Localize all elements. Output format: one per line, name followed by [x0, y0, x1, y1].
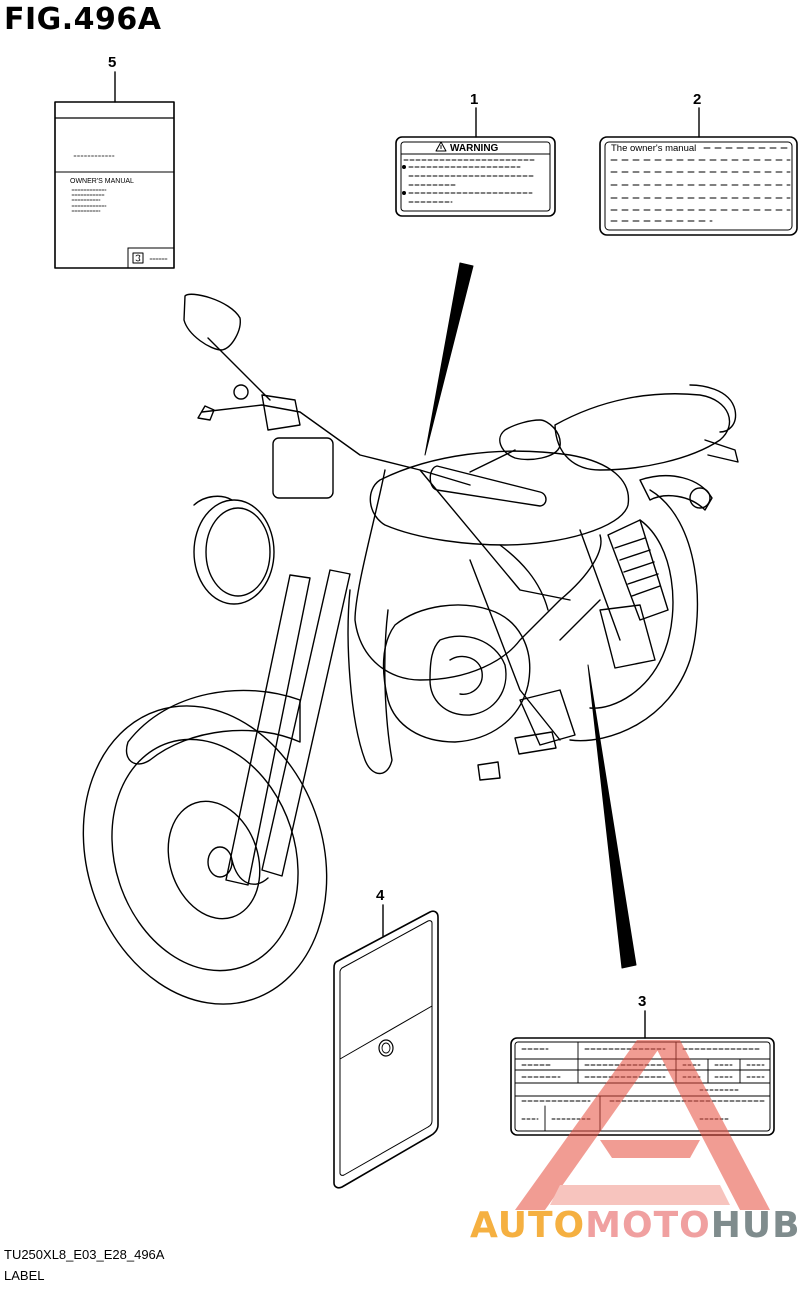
watermark-moto: MOTO — [585, 1205, 711, 1246]
watermark-auto: AUTO — [470, 1205, 586, 1246]
leader-wedge-3 — [587, 664, 637, 969]
figure-title: FIG.496A — [4, 2, 162, 37]
figure-caption: LABEL — [4, 1268, 45, 1283]
notice-heading: The owner's manual — [611, 143, 696, 154]
callout-1: 1 — [470, 91, 478, 108]
watermark-logo-icon — [515, 1040, 770, 1210]
callout-3: 3 — [638, 993, 646, 1010]
watermark-hub: HUB — [710, 1205, 800, 1246]
warning-heading: WARNING — [450, 143, 499, 154]
callout-2: 2 — [693, 91, 701, 108]
callout-4: 4 — [376, 887, 385, 904]
figure-code: TU250XL8_E03_E28_496A — [4, 1247, 165, 1262]
warning-label[interactable]: 1 WARNING — [395, 91, 556, 217]
manual-cover-title: OWNER'S MANUAL — [70, 178, 134, 185]
watermark-text: AUTOMOTOHUB — [470, 1205, 800, 1246]
motorcycle-illustration — [82, 293, 739, 1005]
owners-manual-notice-label[interactable]: 2 The owner's manual — [599, 91, 798, 236]
owners-manual-booklet[interactable]: 5 OWNER'S MANUAL — [54, 54, 175, 269]
callout-5: 5 — [108, 54, 116, 71]
frame-plate-label[interactable]: 4 — [333, 887, 439, 1189]
leader-wedge-1 — [424, 262, 474, 456]
